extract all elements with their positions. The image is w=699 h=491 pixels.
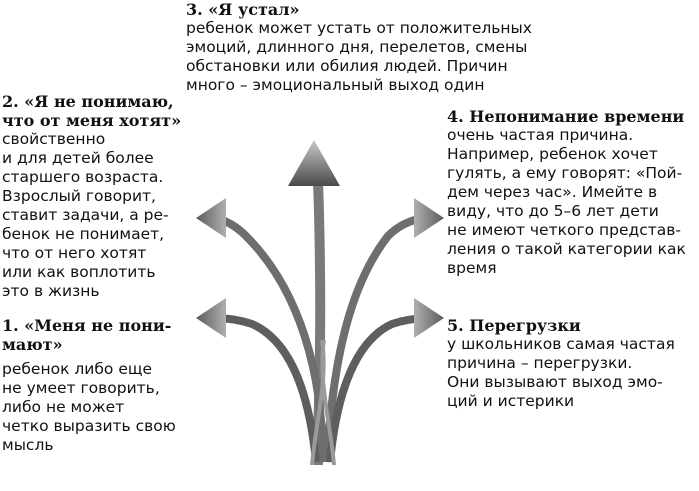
cause-text-line: очень частая причина. <box>447 126 634 144</box>
cause-text-line: эмоций, длинного дня, перелетов, смены <box>186 38 528 56</box>
cause-title: 2. «Я не понимаю, <box>2 92 174 111</box>
arrowhead-up <box>288 140 340 186</box>
cause-text-line: это в жизнь <box>2 282 100 300</box>
cause-text-line: время <box>447 259 497 277</box>
arrowhead-up-left <box>196 198 226 238</box>
cause-text-line: у школьников самая частая <box>447 335 675 353</box>
cause-title: что от меня хотят» <box>2 111 182 130</box>
cause-text-line: старшего возраста. <box>2 168 164 186</box>
cause-text-line: ций и истерики <box>447 392 575 410</box>
cause-text-line: что от него хотят <box>2 244 147 262</box>
cause-text-line: Взрослый говорит, <box>2 187 156 205</box>
cause-text-line: гулять, а ему говорят: «Пой- <box>447 164 683 182</box>
cause-title: 5. Перегрузки <box>447 316 581 335</box>
cause-text-line: обстановки или обилия людей. Причин <box>186 57 508 75</box>
cause-text-line: не имеют четкого представ- <box>447 221 682 239</box>
cause-text-line: Они вызывают выход эмо- <box>447 373 663 391</box>
cause-title: мают» <box>2 335 63 354</box>
cause-text-line: мысль <box>2 436 54 454</box>
arrowhead-left <box>196 298 226 338</box>
cause-title: 4. Непонимание времени <box>447 107 685 126</box>
cause-text-line: Например, ребенок хочет <box>447 145 658 163</box>
cause-text-line: ребенок либо еще <box>2 360 152 378</box>
cause-1-not-understood: 1. «Меня не пони- мают» ребенок либо еще… <box>2 316 176 455</box>
cause-text-line: причина – перегрузки. <box>447 354 633 372</box>
cause-5-overload: 5. Перегрузки у школьников самая частая … <box>447 316 675 411</box>
cause-text-line: дем через час». Имейте в <box>447 183 658 201</box>
cause-text-line: либо не может <box>2 398 125 416</box>
cause-2-dont-understand: 2. «Я не понимаю, что от меня хотят» сво… <box>2 92 181 301</box>
arrowhead-up-right <box>414 198 444 238</box>
arrow-stems <box>213 179 431 466</box>
cause-text-line: не умеет говорить, <box>2 379 160 397</box>
cause-title: 1. «Меня не пони- <box>2 316 172 335</box>
cause-text-line: четко выразить свою <box>2 417 176 435</box>
cause-text-line: ления о такой категории как <box>447 240 686 258</box>
cause-text-line: и для детей более <box>2 149 154 167</box>
cause-3-tired: 3. «Я устал» ребенок может устать от пол… <box>186 0 532 95</box>
cause-text-line: много – эмоциональный выход один <box>186 76 485 94</box>
cause-text-line: или как воплотить <box>2 263 156 281</box>
cause-title: 3. «Я устал» <box>186 0 300 19</box>
cause-text-line: ребенок может устать от положительных <box>186 19 532 37</box>
cause-text-line: свойственно <box>2 130 106 148</box>
cause-text-line: бенок не понимает, <box>2 225 165 243</box>
cause-text-line: виду, что до 5–6 лет дети <box>447 202 659 220</box>
arrowhead-right <box>414 298 444 338</box>
cause-4-time: 4. Непонимание времени очень частая прич… <box>447 107 686 278</box>
cause-text-line: ставит задачи, а ре- <box>2 206 169 224</box>
